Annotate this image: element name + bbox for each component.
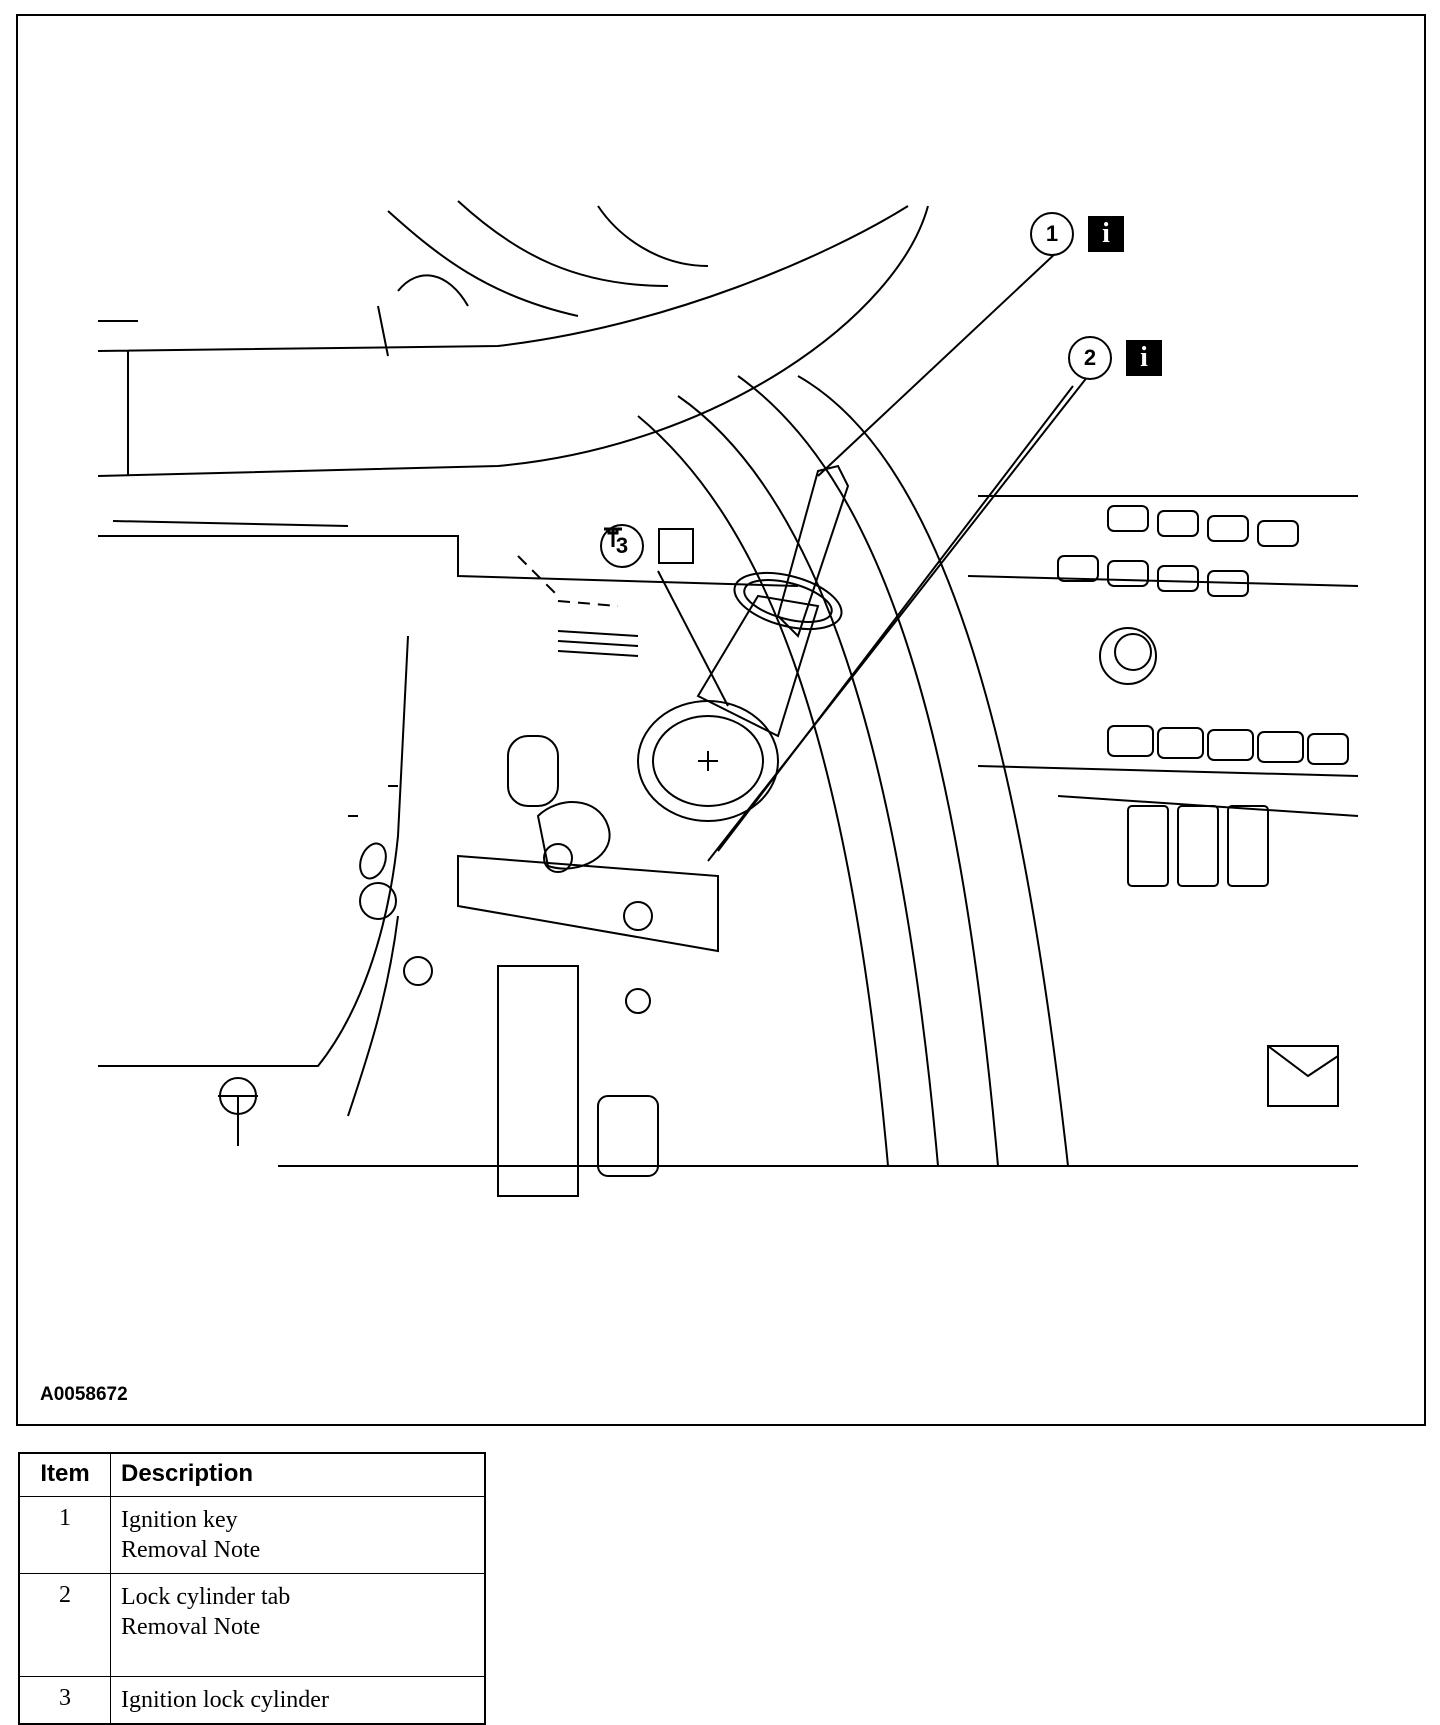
callout-3: 3 <box>600 524 694 568</box>
description-line: Removal Note <box>121 1537 261 1563</box>
steering-wheel <box>97 205 929 477</box>
item-number: 3 <box>18 1676 111 1725</box>
description-line: Removal Note <box>121 1614 261 1640</box>
hammer-icon <box>604 527 622 547</box>
info-icon: i <box>1126 340 1162 376</box>
description-header: Description <box>110 1452 486 1497</box>
leader-line-3 <box>657 570 729 707</box>
description-line: Ignition lock cylinder <box>121 1687 329 1713</box>
info-icon: i <box>1088 216 1124 252</box>
steering-column-illustration <box>97 200 1359 1197</box>
callout-number: 2 <box>1068 336 1112 380</box>
callout-number: 3 <box>600 524 644 568</box>
callout-2: 2 i <box>1068 336 1162 380</box>
item-description: Lock cylinder tab Removal Note <box>110 1573 486 1677</box>
item-description: Ignition lock cylinder <box>110 1676 486 1725</box>
legend-row: 2 Lock cylinder tab Removal Note <box>18 1573 486 1677</box>
legend-table: Item Description 1 Ignition key Removal … <box>18 1452 486 1725</box>
ignition-lock-cylinder <box>696 594 820 738</box>
item-number: 2 <box>18 1573 111 1677</box>
leader-line-1 <box>817 250 1059 477</box>
figure-id: A0058672 <box>40 1384 128 1405</box>
callout-number: 1 <box>1030 212 1074 256</box>
special-tool-icon <box>604 527 694 564</box>
callout-1: 1 i <box>1030 212 1124 256</box>
legend-header-row: Item Description <box>18 1452 486 1497</box>
legend-row: 3 Ignition lock cylinder <box>18 1676 486 1725</box>
description-line: Lock cylinder tab <box>121 1584 291 1610</box>
item-header: Item <box>18 1452 111 1497</box>
legend-row: 1 Ignition key Removal Note <box>18 1496 486 1574</box>
ignition-key <box>776 464 850 638</box>
item-number: 1 <box>18 1496 111 1574</box>
description-line: Ignition key <box>121 1507 238 1533</box>
figure-frame: 1 i 2 i 3 A0058672 <box>16 14 1426 1426</box>
item-description: Ignition key Removal Note <box>110 1496 486 1574</box>
